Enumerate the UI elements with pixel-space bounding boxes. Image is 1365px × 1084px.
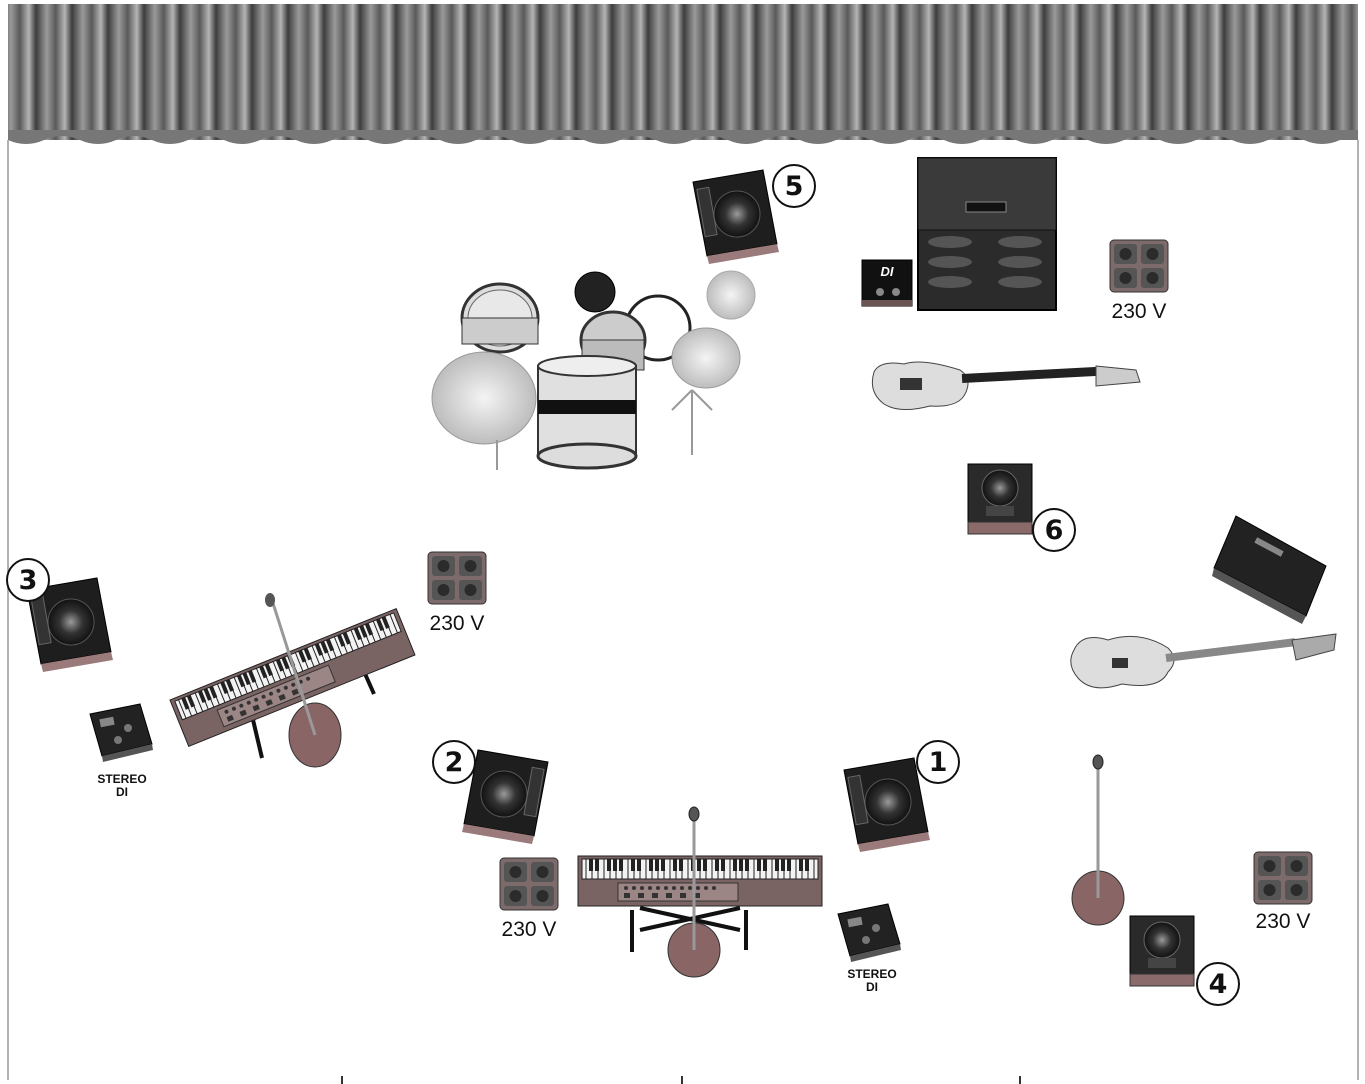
wedge-monitor-icon <box>844 758 930 852</box>
power-outlet-icon <box>500 858 558 910</box>
wedge-monitor-icon <box>693 170 779 264</box>
bass-di-label: DI <box>870 264 904 279</box>
guitar-amp-icon <box>1212 516 1326 624</box>
curtain-icon <box>8 4 1358 144</box>
power-outlet-icon <box>428 552 486 604</box>
wedge-monitor-icon <box>1130 916 1194 986</box>
di-box-label: STEREO DI <box>830 968 914 994</box>
monitor-number-2: 2 <box>432 740 476 784</box>
mic-stand-icon <box>1072 755 1124 925</box>
power-outlet-icon <box>1254 852 1312 904</box>
power-outlet-label: 230 V <box>418 612 496 636</box>
power-outlet-label: 230 V <box>1100 300 1178 324</box>
di-box-label-line2: DI <box>80 786 164 799</box>
di-box-icon <box>90 704 153 762</box>
monitor-number-6: 6 <box>1032 508 1076 552</box>
stage-front-ticks <box>342 1076 1020 1084</box>
power-outlet-label: 230 V <box>490 918 568 942</box>
bass-amp-icon <box>918 158 1056 310</box>
monitor-number-3: 3 <box>6 558 50 602</box>
monitor-number-5: 5 <box>772 164 816 208</box>
electric-guitar-icon <box>1071 634 1336 688</box>
power-outlet-label: 230 V <box>1244 910 1322 934</box>
bass-guitar-icon <box>872 362 1140 410</box>
wedge-monitor-icon <box>968 464 1032 534</box>
di-box-icon <box>838 904 901 962</box>
di-box-label-line2: DI <box>830 981 914 994</box>
monitor-number-4: 4 <box>1196 962 1240 1006</box>
monitor-number-1: 1 <box>916 740 960 784</box>
power-outlet-icon <box>1110 240 1168 292</box>
di-box-label: STEREO DI <box>80 773 164 799</box>
drum-kit-icon <box>432 271 755 470</box>
